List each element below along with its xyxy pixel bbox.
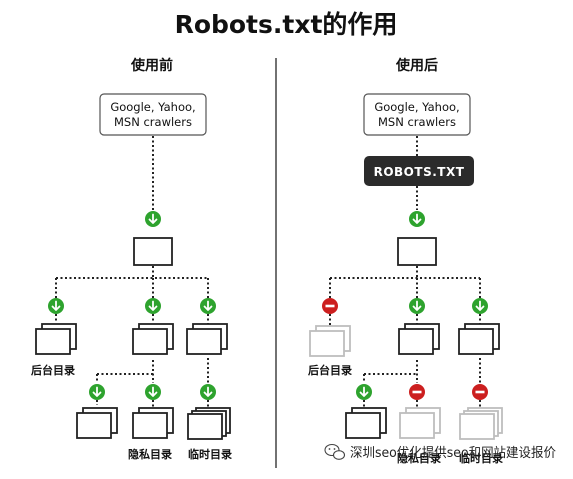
- root-folder-after: [397, 237, 437, 266]
- crawler-line-2-after: MSN crawlers: [378, 115, 456, 129]
- arrow-down-icon: [144, 383, 162, 401]
- folder-private-after: [399, 407, 441, 439]
- arrow-down-icon: [199, 383, 217, 401]
- arrow-down-icon: [144, 210, 162, 228]
- no-entry-icon: [472, 384, 488, 400]
- diagram-title: Robots.txt的作用: [175, 10, 398, 39]
- label-temp-after: 临时目录: [459, 451, 503, 465]
- after-panel: 使用后 Google, Yahoo, MSN crawlers ROBOTS.T…: [308, 57, 503, 465]
- folder-right-after: [458, 323, 500, 355]
- folder-mid-after: [398, 323, 440, 355]
- no-entry-icon: [322, 298, 338, 314]
- folder-admin-before: [35, 323, 77, 355]
- after-heading: 使用后: [395, 57, 438, 74]
- arrow-down-icon: [88, 383, 106, 401]
- folder-left-bottom-after: [345, 407, 387, 439]
- crawler-box-before: [99, 93, 207, 136]
- before-panel: 使用前 Google, Yahoo, MSN crawlers 后台目录 隐私目…: [31, 57, 232, 461]
- crawler-line-1-after: Google, Yahoo,: [374, 100, 459, 114]
- robots-txt-label: ROBOTS.TXT: [374, 165, 465, 179]
- before-heading: 使用前: [130, 57, 173, 74]
- crawler-line-1-before: Google, Yahoo,: [110, 100, 195, 114]
- robots-txt-box: [364, 156, 474, 186]
- arrow-down-icon: [47, 297, 65, 315]
- folder-left-bottom-before: [76, 407, 118, 439]
- root-folder-before: [133, 237, 173, 266]
- folder-private-before: [132, 407, 174, 439]
- label-admin-before: 后台目录: [31, 363, 75, 377]
- label-private-before: 隐私目录: [128, 447, 172, 461]
- crawler-line-2-before: MSN crawlers: [114, 115, 192, 129]
- folder-admin-after: [309, 325, 351, 357]
- watermark-text: 深圳seo优化提供seo和网站建设报价: [350, 445, 556, 461]
- crawler-box-after: [363, 93, 471, 136]
- folder-mid-before: [132, 323, 174, 355]
- arrow-down-icon: [144, 297, 162, 315]
- wechat-icon: [324, 443, 346, 460]
- watermark: 深圳seo优化提供seo和网站建设报价: [324, 443, 556, 461]
- connector-after: [329, 136, 481, 412]
- no-entry-icon: [409, 384, 425, 400]
- folder-temp-before: [187, 407, 231, 440]
- arrow-down-icon: [408, 297, 426, 315]
- arrow-down-icon: [199, 297, 217, 315]
- arrow-down-icon: [355, 383, 373, 401]
- folder-right-before: [186, 323, 228, 355]
- label-temp-before: 临时目录: [188, 447, 232, 461]
- connector-before: [55, 136, 209, 412]
- label-private-after: 隐私目录: [397, 451, 441, 465]
- label-admin-after: 后台目录: [308, 363, 352, 377]
- folder-temp-after: [459, 407, 503, 440]
- arrow-down-icon: [471, 297, 489, 315]
- arrow-down-icon: [408, 210, 426, 228]
